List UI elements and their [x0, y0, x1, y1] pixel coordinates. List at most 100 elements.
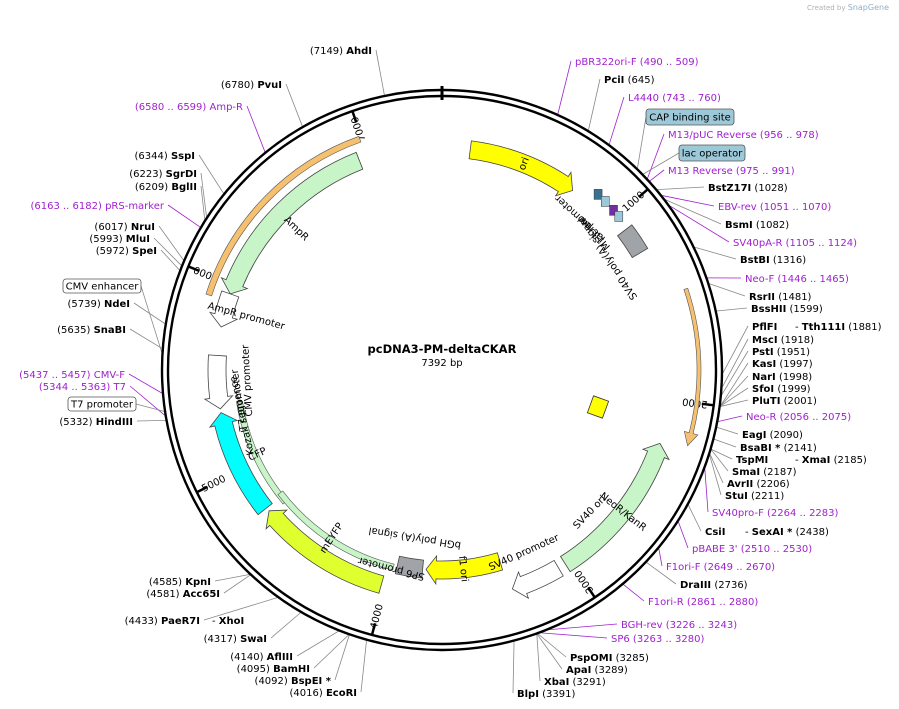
- enzyme-label[interactable]: PciI (645): [604, 75, 655, 86]
- primer-label[interactable]: pBR322ori-F (490 .. 509): [575, 57, 699, 68]
- feature-ampr-promoter[interactable]: [209, 290, 240, 328]
- enzyme-label[interactable]: (4581) Acc65I: [146, 589, 220, 600]
- primer-label[interactable]: M13 Reverse (975 .. 991): [668, 166, 795, 177]
- enzyme-label[interactable]: CsiI: [705, 527, 725, 538]
- feature-f1-ori[interactable]: [425, 552, 504, 586]
- feature-sv40-poly-a-signal[interactable]: [616, 224, 649, 259]
- enzyme-label[interactable]: PluTI (2001): [752, 396, 817, 407]
- primer-label[interactable]: SP6 (3263 .. 3280): [611, 634, 704, 645]
- enzyme-label[interactable]: - XhoI: [212, 616, 244, 627]
- enzyme-label[interactable]: (4317) SwaI: [204, 634, 267, 645]
- enzyme-label[interactable]: SfoI (1999): [752, 384, 811, 395]
- feature-meyfp[interactable]: [265, 509, 385, 594]
- small-feature-marks: [586, 189, 624, 419]
- enzyme-label[interactable]: (4585) KpnI: [149, 577, 211, 588]
- primer-label[interactable]: SV40pA-R (1105 .. 1124): [733, 238, 857, 249]
- enzyme-label[interactable]: (5739) NdeI: [68, 299, 130, 310]
- enzyme-label[interactable]: (6344) SspI: [135, 151, 195, 162]
- enzyme-label[interactable]: BstZ17I (1028): [708, 183, 788, 194]
- enzyme-label[interactable]: MscI (1918): [752, 335, 814, 346]
- tick-mark: [187, 265, 200, 273]
- primer-label[interactable]: (5437 .. 5457) CMV-F: [19, 370, 125, 381]
- enzyme-label[interactable]: AvrII (2206): [727, 479, 790, 490]
- enzyme-label[interactable]: PspOMI (3285): [570, 653, 649, 664]
- enzyme-label[interactable]: (5972) SpeI: [96, 246, 157, 257]
- enzyme-label[interactable]: - XmaI (2185): [795, 455, 867, 466]
- primer-label[interactable]: M13/pUC Reverse (956 .. 978): [668, 130, 819, 141]
- enzyme-label[interactable]: (4092) BspEI *: [255, 676, 332, 687]
- enzyme-label[interactable]: (4140) AflIII: [230, 652, 293, 663]
- enzyme-label[interactable]: EagI (2090): [742, 430, 803, 441]
- primer-label[interactable]: (5344 .. 5363) T7: [39, 382, 126, 393]
- boxed-feature[interactable]: [62, 278, 142, 294]
- outer-labels[interactable]: PciI (645) BstZ17I (1028) BsmI (1082) BstBI…: [19, 46, 881, 700]
- primer-label[interactable]: (6163 .. 6182) pRS-marker: [30, 201, 164, 212]
- enzyme-label[interactable]: StuI (2211): [725, 491, 784, 502]
- enzyme-label[interactable]: (6017) NruI: [94, 222, 155, 233]
- enzyme-label[interactable]: (4433) PaeR7I: [125, 616, 200, 627]
- enzyme-label[interactable]: RsrII (1481): [749, 292, 812, 303]
- feature-neor-kanr[interactable]: [559, 442, 670, 573]
- enzyme-label[interactable]: KasI (1997): [752, 359, 813, 370]
- primer-label[interactable]: BGH-rev (3226 .. 3243): [621, 620, 737, 631]
- boxed-feature[interactable]: [678, 144, 746, 162]
- enzyme-label[interactable]: SmaI (2187): [732, 467, 797, 478]
- enzyme-label[interactable]: - SexAI * (2438): [745, 527, 829, 538]
- enzyme-label[interactable]: PflFI: [752, 322, 777, 333]
- leader-line: [557, 60, 572, 115]
- enzyme-label[interactable]: ApaI (3289): [566, 665, 628, 676]
- primer-label[interactable]: F1ori-R (2861 .. 2880): [648, 597, 758, 608]
- boxed-feature[interactable]: [67, 396, 137, 412]
- primer-label[interactable]: pBABE 3' (2510 .. 2530): [692, 544, 812, 555]
- primer-label[interactable]: SV40pro-F (2264 .. 2283): [712, 508, 839, 519]
- feature-ampr[interactable]: [220, 151, 364, 295]
- primer-label[interactable]: F1ori-F (2649 .. 2670): [666, 562, 775, 573]
- feature-cmv-promoter[interactable]: [203, 354, 234, 410]
- enzyme-label[interactable]: TspMI: [736, 455, 768, 466]
- leader-line: [709, 454, 724, 484]
- primer-label[interactable]: Neo-F (1446 .. 1465): [745, 274, 849, 285]
- feature-ori[interactable]: [468, 140, 574, 197]
- leader-line: [720, 399, 749, 407]
- feature-bgh-poly-a-signal[interactable]: [395, 555, 424, 579]
- tick-mark: [351, 110, 358, 123]
- enzyme-label[interactable]: (4016) EcoRI: [290, 688, 358, 699]
- leader-line: [658, 548, 663, 567]
- boxed-feature-label: T7 promoter: [70, 400, 134, 411]
- enzyme-label[interactable]: (6209) BglII: [135, 182, 197, 193]
- plasmid-name: pcDNA3-PM-deltaCKAR: [368, 342, 517, 356]
- enzyme-label[interactable]: (6223) SgrDI: [129, 169, 197, 180]
- enzyme-label[interactable]: BsmI (1082): [725, 220, 789, 231]
- created-by-text: Created by: [807, 4, 846, 12]
- enzyme-label[interactable]: BsaBI * (2141): [740, 443, 817, 454]
- feature-label: CMV promoter: [240, 343, 255, 416]
- enzyme-label[interactable]: (5993) MluI: [89, 234, 150, 245]
- enzyme-label[interactable]: BssHII (1599): [751, 304, 823, 315]
- snapgene-brand: SnapGene: [847, 3, 889, 12]
- leader-line: [722, 325, 749, 374]
- feature-label: AmpR: [281, 215, 310, 244]
- enzyme-label[interactable]: DraIII (2736): [680, 580, 748, 591]
- enzyme-label[interactable]: XbaI (3291): [544, 677, 606, 688]
- enzyme-label[interactable]: (6780) PvuI: [221, 80, 282, 91]
- primer-label[interactable]: Neo-R (2056 .. 2075): [746, 412, 851, 423]
- primer-label[interactable]: EBV-rev (1051 .. 1070): [718, 202, 831, 213]
- feature-cfp[interactable]: [208, 412, 273, 516]
- primer-label[interactable]: L4440 (743 .. 760): [628, 93, 721, 104]
- enzyme-label[interactable]: NarI (1998): [752, 372, 812, 383]
- enzyme-label[interactable]: PstI (1951): [752, 347, 810, 358]
- enzyme-label[interactable]: (5332) HindIII: [59, 417, 133, 428]
- enzyme-label[interactable]: BlpI (3391): [517, 689, 575, 700]
- plasmid-size: 7392 bp: [421, 358, 462, 369]
- enzyme-label[interactable]: - Tth111I (1881): [795, 322, 882, 333]
- enzyme-label[interactable]: (5635) SnaBI: [57, 325, 126, 336]
- leader-line: [643, 152, 680, 175]
- enzyme-label[interactable]: BstBI (1316): [740, 255, 806, 266]
- enzyme-label[interactable]: (7149) AhdI: [310, 46, 372, 57]
- leader-line: [720, 375, 749, 407]
- feature-sv40-promoter[interactable]: [511, 559, 564, 600]
- boxed-feature[interactable]: [645, 108, 735, 126]
- leader-line: [649, 169, 665, 182]
- primer-label[interactable]: (6580 .. 6599) Amp-R: [135, 102, 243, 113]
- enzyme-label[interactable]: (4095) BamHI: [237, 664, 310, 675]
